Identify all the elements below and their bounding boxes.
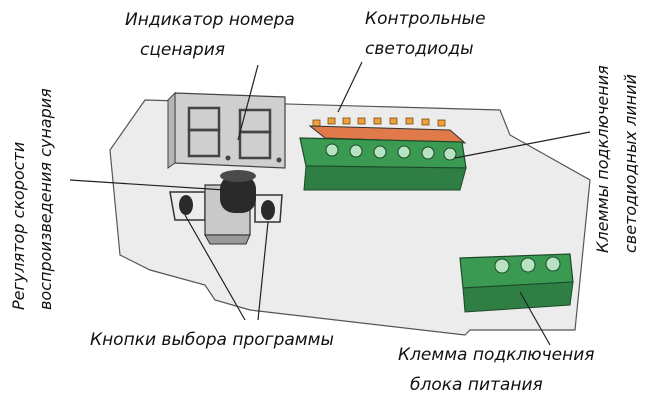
seven-segment-display-icon: [167, 91, 286, 169]
rotary-knob-icon: [204, 170, 256, 245]
label-indicator: Индикатор номера сценария: [125, 10, 300, 60]
label-leds: Контрольные светодиоды: [365, 9, 491, 59]
leader-lines: [69, 61, 591, 346]
power-terminal: [459, 253, 574, 313]
label-led-terminals: Клеммы подключения светодиодных линий: [593, 60, 640, 253]
control-leds: [312, 117, 446, 127]
label-buttons: Кнопки выбора программы: [90, 330, 334, 350]
screw-terminal-icon: [299, 125, 467, 191]
label-speed: Регулятор скорости воспроизведения сунар…: [9, 88, 55, 310]
label-power: Клемма подключения блока питания: [398, 345, 600, 395]
